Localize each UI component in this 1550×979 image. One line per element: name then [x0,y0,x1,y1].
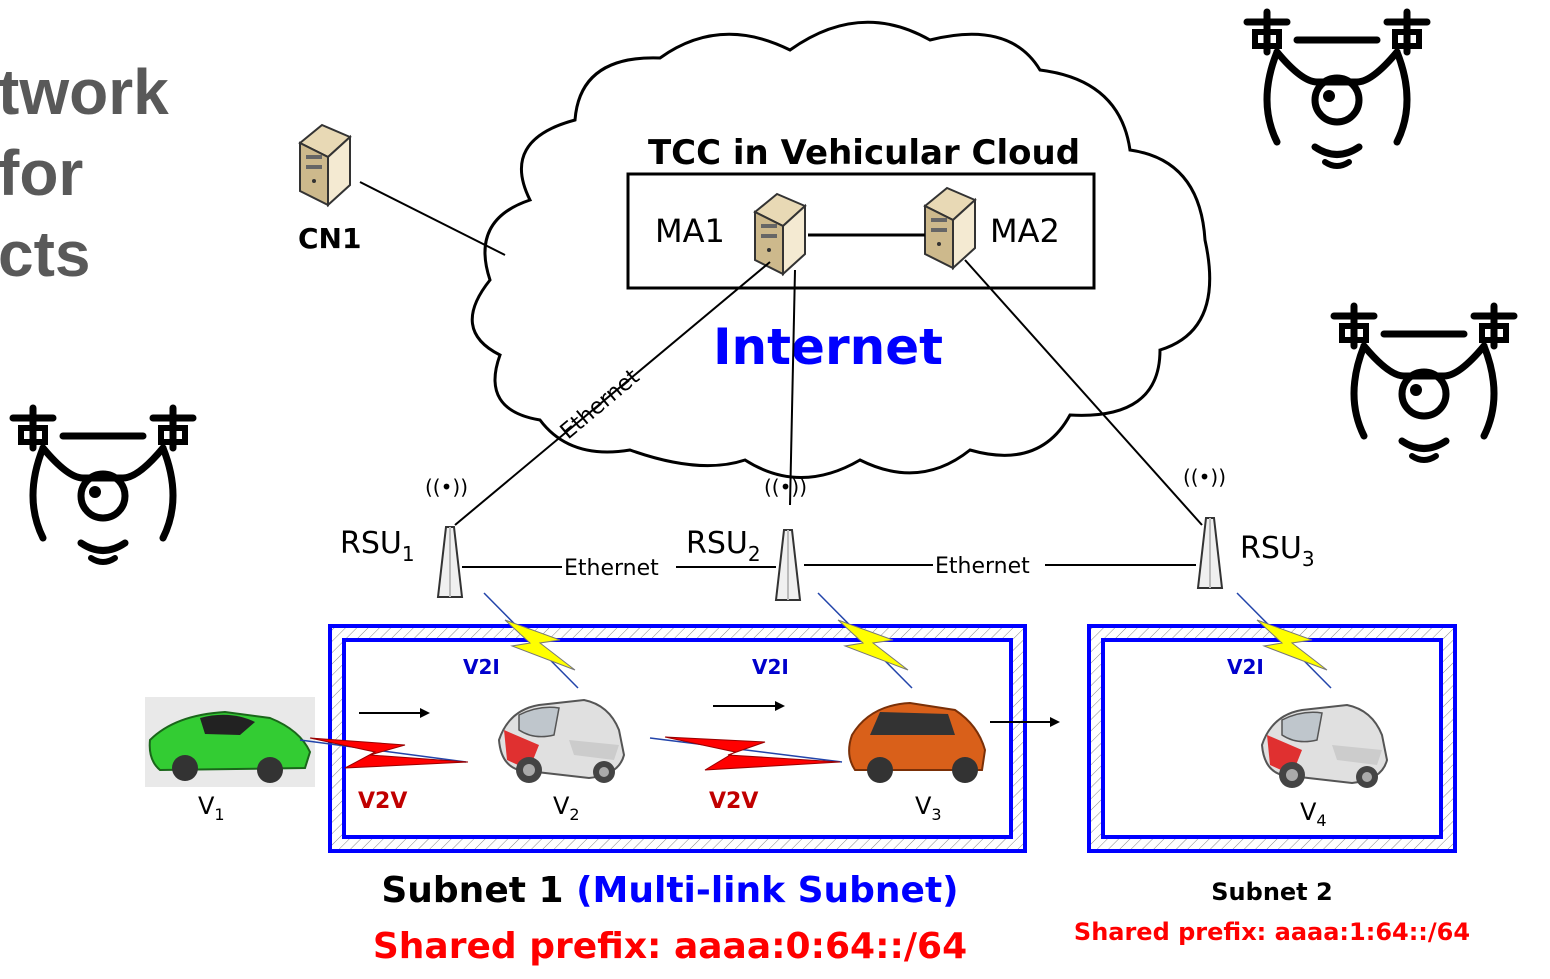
rsu1-antenna-glyph: ((•)) [425,475,468,499]
ma1-server-icon [754,193,806,275]
cloud-title: TCC in Vehicular Cloud [648,133,1080,173]
car-icon-v2 [498,699,625,784]
rsu2-label: RSU2 [686,526,761,566]
drone-icon-top-right [1247,12,1427,166]
ma1-label: MA1 [655,212,725,250]
motion-arrow-3-head [1050,717,1060,727]
drone-icon-left [13,408,193,562]
cloud-icon [470,20,1212,479]
rsu3-antenna-icon [1197,517,1223,589]
ma2-rsu3-link [964,259,1203,526]
ethernet-rsu1-rsu2-label: Ethernet [564,556,659,581]
rsu3-label: RSU3 [1240,531,1315,571]
rsu1-antenna-icon [437,526,463,598]
v2v-link-2 [649,737,843,763]
v2v-label-1: V2V [358,789,407,814]
subnet1-prefix: Shared prefix: aaaa:0:64::/64 [373,926,967,967]
v3-label: V3 [915,792,942,824]
v2i-label-3: V2I [1227,655,1264,679]
lightning-icon-v2v-1 [309,737,469,769]
lightning-icon-v2v-2 [664,736,841,771]
cn1-server-icon [299,124,351,206]
v2-label: V2 [553,792,580,824]
rsu2-antenna-icon [775,529,801,601]
car-icon-v4 [1261,704,1388,789]
ma2-server-icon [924,187,976,269]
internet-label: Internet [713,318,943,376]
v2i-label-2: V2I [752,655,789,679]
tcc-box [626,172,1096,290]
lightning-icon-v2i-3 [1256,619,1328,671]
background-title-line1: twork [0,56,169,128]
rsu1-label: RSU1 [340,526,415,566]
subnet2-prefix: Shared prefix: aaaa:1:64::/64 [1074,918,1470,946]
v4-label: V4 [1300,798,1327,830]
car-icon-v1 [145,697,315,787]
background-title-line2: for [0,137,84,209]
cn1-cloud-link [359,181,506,256]
v1-label: V1 [198,792,225,824]
rsu2-antenna-glyph: ((•)) [764,475,807,499]
car-icon-v3 [848,701,987,783]
v2v-label-2: V2V [709,789,758,814]
ma2-label: MA2 [990,212,1060,250]
ma1-rsu2-link [789,269,796,506]
ma1-rsu1-link [454,261,771,526]
background-title-line3: cts [0,218,91,290]
motion-arrow-2-head [775,701,785,711]
lightning-icon-v2i-1 [504,619,576,671]
ethernet-rsu2-rsu3-label: Ethernet [935,554,1030,579]
drone-icon-right [1334,306,1514,460]
subnet1-caption: Subnet 1 (Multi-link Subnet) [381,870,958,911]
v2i-label-1: V2I [463,655,500,679]
subnet2-caption: Subnet 2 [1211,878,1332,906]
cn1-label: CN1 [298,222,361,255]
motion-arrow-1-head [420,708,430,718]
subnet2-inner-border [1101,638,1443,839]
lightning-icon-v2i-2 [837,619,909,671]
rsu3-antenna-glyph: ((•)) [1183,465,1226,489]
